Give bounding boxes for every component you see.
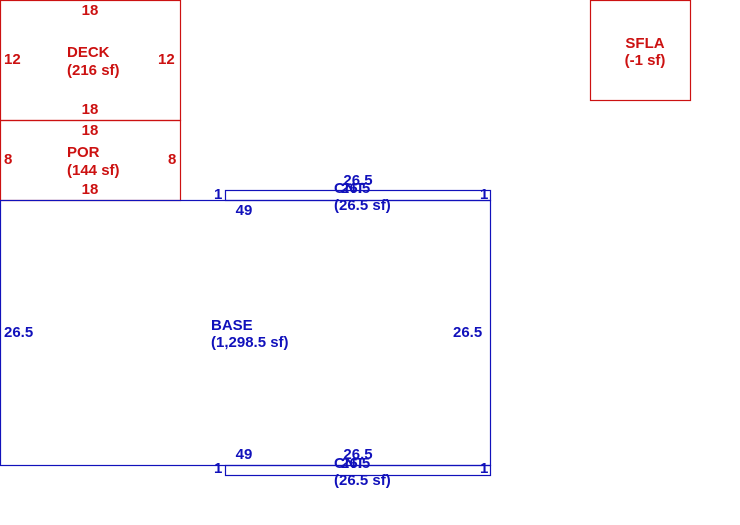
cnt-bottom-right-dim: 1 bbox=[480, 460, 488, 477]
cnt-bottom-overlap: 26.5 bbox=[341, 455, 370, 472]
sfla-outline bbox=[589, 0, 692, 102]
cnt-top-right-dim: 1 bbox=[480, 186, 488, 203]
cnt-bottom-label: CNT bbox=[334, 455, 365, 472]
base-right-dim: 26.5 bbox=[453, 324, 482, 341]
cnt-top-area: (26.5 sf) bbox=[334, 197, 391, 214]
cnt-top-length: 26.5 bbox=[343, 172, 372, 189]
base-top-dim: 49 bbox=[236, 202, 253, 219]
base-left-dim: 26.5 bbox=[4, 324, 33, 341]
por-top-dim: 18 bbox=[82, 122, 99, 139]
cnt-top-overlap: 26.5 bbox=[341, 180, 370, 197]
cnt-bottom-outline bbox=[224, 464, 492, 477]
cnt-bottom-length: 26.5 bbox=[343, 446, 372, 463]
deck-area: (216 sf) bbox=[67, 62, 120, 79]
base-bottom-dim: 49 bbox=[236, 446, 253, 463]
base-area: (1,298.5 sf) bbox=[211, 334, 289, 351]
deck-bottom-dim: 18 bbox=[82, 101, 99, 118]
por-label: POR bbox=[67, 144, 100, 161]
por-right-dim: 8 bbox=[168, 151, 176, 168]
sfla-label: SFLA bbox=[625, 35, 664, 52]
por-left-dim: 8 bbox=[4, 151, 12, 168]
deck-top-dim: 18 bbox=[82, 2, 99, 19]
base-label: BASE bbox=[211, 317, 253, 334]
deck-label: DECK bbox=[67, 44, 110, 61]
cnt-bottom-area: (26.5 sf) bbox=[334, 472, 391, 489]
por-area: (144 sf) bbox=[67, 162, 120, 179]
cnt-bottom-left-dim: 1 bbox=[214, 460, 222, 477]
deck-left-dim: 12 bbox=[4, 51, 21, 68]
deck-right-dim: 12 bbox=[158, 51, 175, 68]
cnt-top-outline bbox=[224, 189, 492, 202]
cnt-top-label: CNT bbox=[334, 180, 365, 197]
por-bottom-dim: 18 bbox=[82, 181, 99, 198]
cnt-top-left-dim: 1 bbox=[214, 186, 222, 203]
sfla-area: (-1 sf) bbox=[625, 52, 666, 69]
